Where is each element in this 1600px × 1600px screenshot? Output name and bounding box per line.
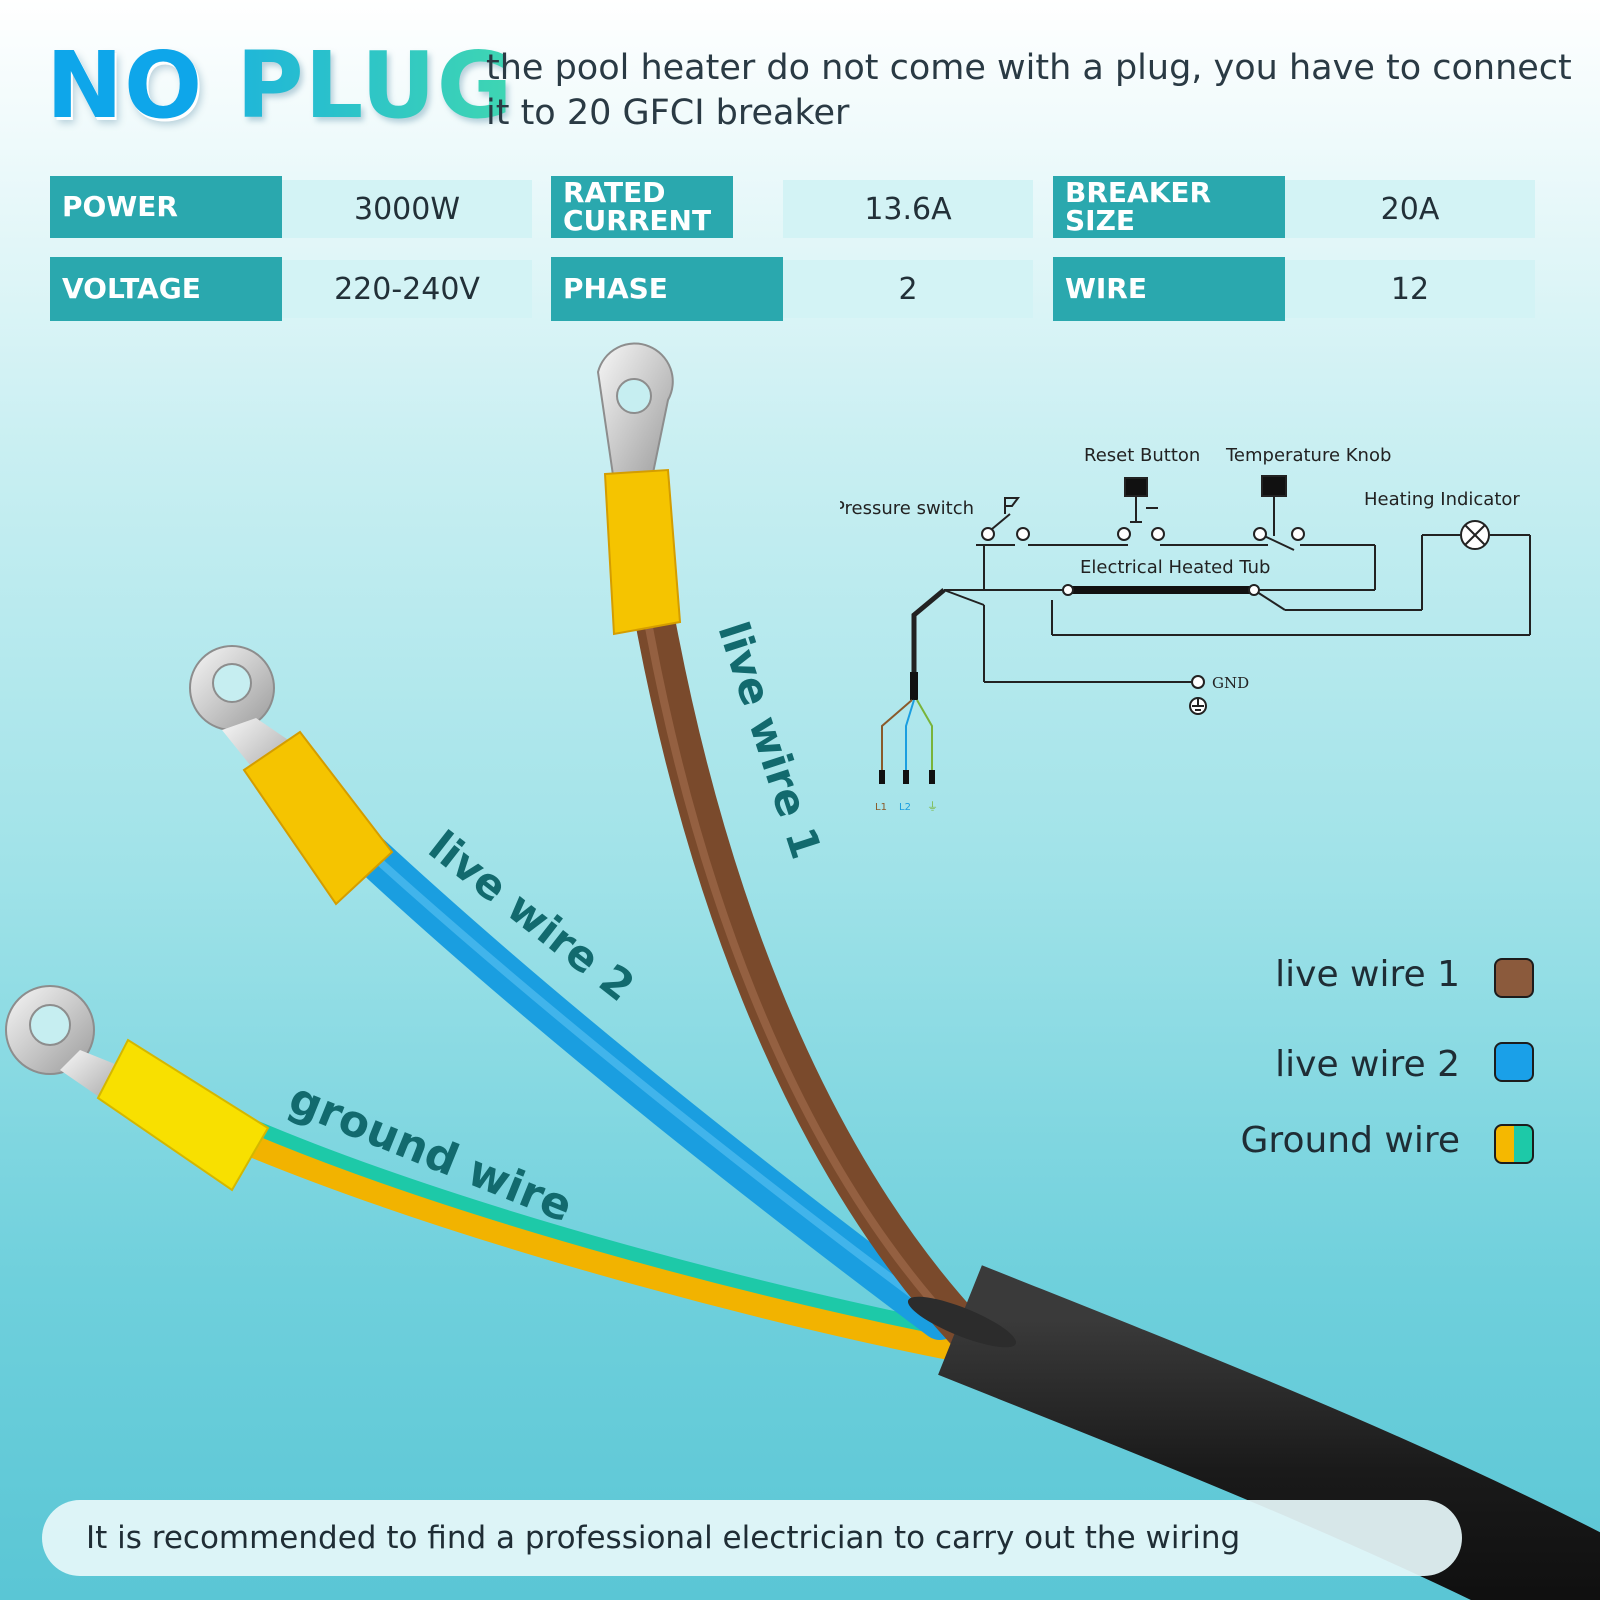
spec-value-wire: 12: [1285, 260, 1535, 318]
spec-value-breaker-size: 20A: [1285, 180, 1535, 238]
spec-value-phase: 2: [783, 260, 1033, 318]
temperature-knob-icon: [1253, 475, 1305, 551]
spec-value-voltage: 220-240V: [282, 260, 532, 318]
legend-label-ground: Ground wire: [1240, 1120, 1460, 1161]
label-heating-indicator: Heating Indicator: [1364, 489, 1520, 510]
headline: NO PLUG: [46, 40, 513, 132]
headline-plug: PLUG: [236, 32, 514, 139]
spec-value-power: 3000W: [282, 180, 532, 238]
black-cable: [938, 1265, 1600, 1600]
ring-terminal-2: [189, 645, 394, 906]
label-pressure-switch: Pressure switch: [840, 498, 974, 519]
spec-label-phase: PHASE: [551, 257, 783, 321]
terminal-label-l2: L2: [899, 802, 911, 813]
legend-swatch-live1: [1494, 958, 1534, 998]
label-gnd: GND: [1212, 674, 1249, 692]
spec-label-rated-current: RATED CURRENT: [551, 176, 733, 238]
footer-note: It is recommended to find a professional…: [42, 1500, 1462, 1576]
subtitle: the pool heater do not come with a plug,…: [486, 48, 1572, 133]
heating-indicator-lamp-icon: [1460, 520, 1490, 550]
legend-swatch-ground: [1494, 1124, 1534, 1164]
spec-label-power: POWER: [50, 176, 282, 238]
headline-no: NO: [46, 32, 204, 139]
spec-label-wire: WIRE: [1053, 257, 1285, 321]
live-wire-1: [635, 600, 985, 1350]
ground-wire: [231, 1119, 977, 1362]
spec-value-rated-current: 13.6A: [783, 180, 1033, 238]
legend-swatch-live2: [1494, 1042, 1534, 1082]
label-temperature-knob: Temperature Knob: [1225, 445, 1391, 466]
legend-label-live2: live wire 2: [1275, 1044, 1460, 1085]
terminal-label-ground: ⏚: [927, 800, 938, 813]
terminal-label-l1: L1: [875, 802, 887, 813]
footer-text: It is recommended to find a professional…: [86, 1520, 1241, 1556]
spec-label-breaker-size: BREAKER SIZE: [1053, 176, 1285, 238]
label-reset-button: Reset Button: [1084, 445, 1200, 466]
wire-label-live1: live wire 1: [708, 616, 830, 865]
ground-symbol-icon: [1189, 675, 1207, 715]
spec-label-voltage: VOLTAGE: [50, 257, 282, 321]
terminal-leads: [879, 672, 935, 784]
wiring-schematic: L1 L2 ⏚ Pressure switch Reset Button Tem…: [840, 445, 1531, 813]
ring-terminal-3: [5, 985, 270, 1192]
ring-terminal-1: [596, 342, 682, 636]
label-heated-tub: Electrical Heated Tub: [1080, 557, 1270, 578]
legend-label-live1: live wire 1: [1275, 954, 1460, 995]
reset-button-icon: [1117, 477, 1165, 541]
pressure-switch-icon: [981, 497, 1030, 541]
